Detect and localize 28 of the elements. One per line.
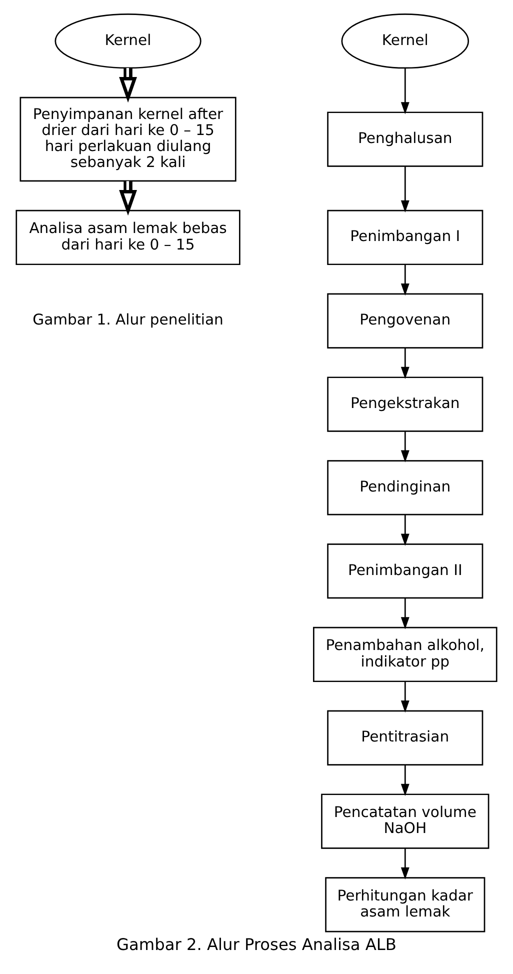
arrow (119, 181, 137, 216)
node-box: Pendinginan (327, 460, 484, 516)
node-box: Penyimpanan kernel after drier dari hari ke 0 – 15 hari perlakuan diulang sebanyak 2 kali (20, 96, 236, 182)
node-box: Pentitrasian (327, 710, 484, 766)
arrow (400, 166, 410, 212)
arrow (400, 515, 410, 546)
node-box: Pengekstrakan (327, 376, 484, 432)
arrow (400, 682, 410, 713)
arrow (119, 68, 137, 103)
node-box: Penimbangan I (327, 210, 484, 266)
node-box: Penambahan alkohol, indikator pp (313, 626, 498, 682)
node-box: Penghalusan (327, 112, 484, 167)
arrow (400, 68, 410, 114)
node-ellipse: Kernel (341, 13, 470, 69)
node-box: Perhitungan kadar asam lemak (325, 877, 486, 932)
arrow (400, 432, 410, 462)
arrow (400, 348, 410, 380)
node-box: Pencatatan volume NaOH (321, 794, 490, 849)
arrow (400, 264, 410, 296)
arrow (400, 598, 410, 630)
node-box: Analisa asam lemak bebas dari hari ke 0 – 15 (16, 210, 240, 266)
arrow (400, 765, 410, 796)
node-box: Penimbangan II (327, 544, 484, 599)
arrow (400, 848, 410, 880)
caption: Gambar 2. Alur Proses Analisa ALB (116, 934, 396, 954)
node-box: Pengovenan (327, 293, 484, 348)
node-ellipse: Kernel (54, 13, 202, 69)
label: Gambar 1. Alur penelitian (32, 312, 224, 329)
